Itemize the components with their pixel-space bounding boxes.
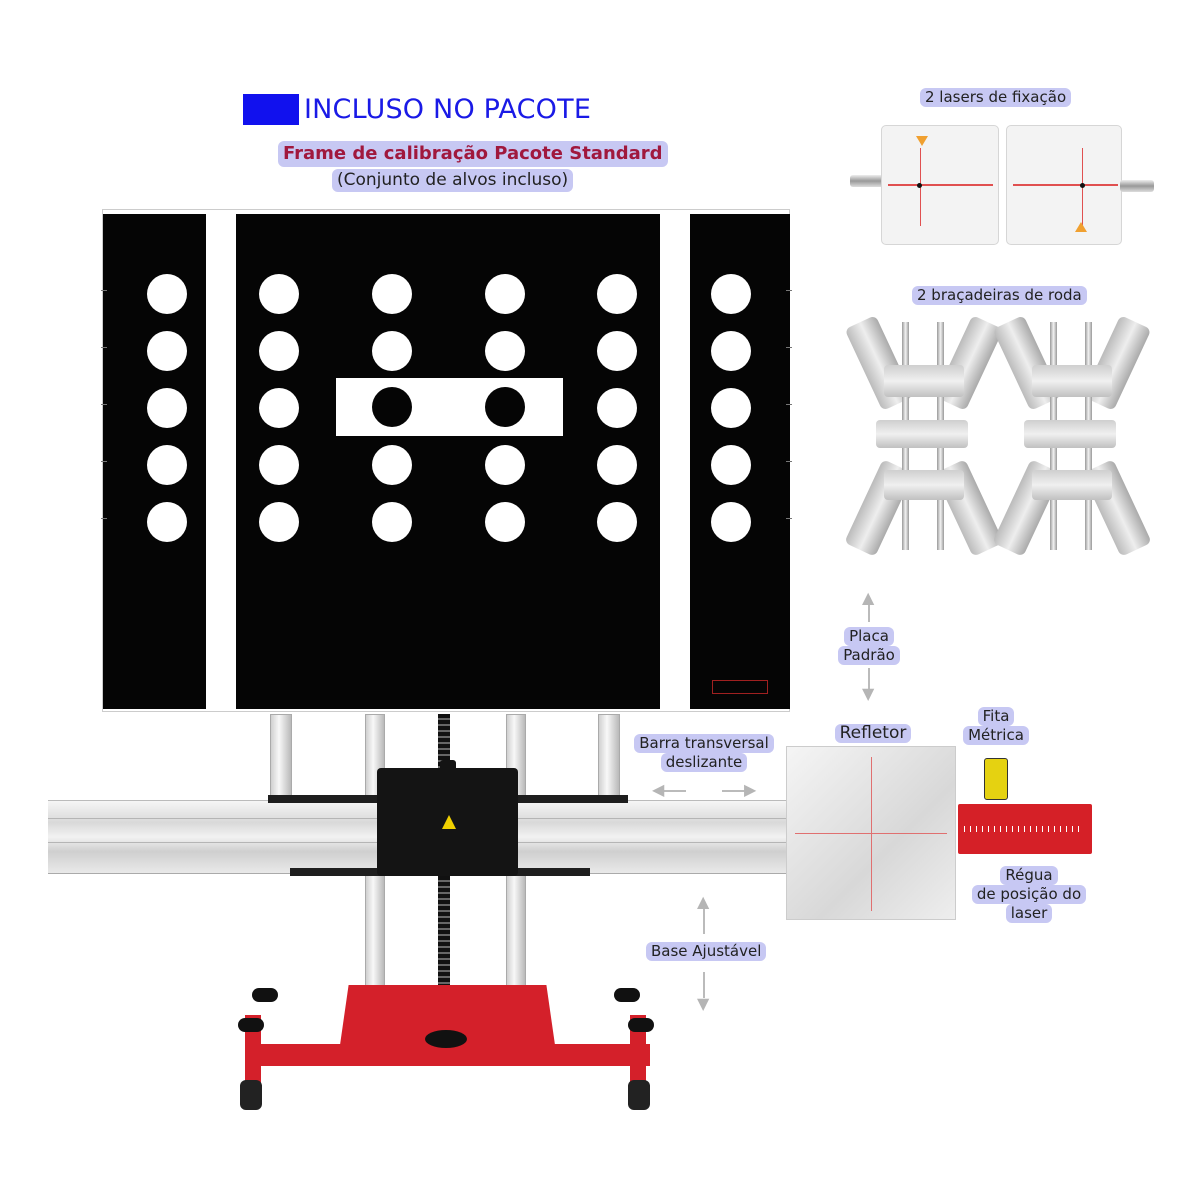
arrow-left-icon: ◀: [652, 780, 665, 799]
board-brand-mark: [712, 680, 768, 694]
edge-tick: [786, 347, 792, 348]
target-panel-right: [690, 214, 790, 709]
clamp-top-bar: [884, 365, 964, 397]
target-dot: [597, 331, 637, 371]
target-dot: [147, 502, 187, 542]
edge-tick: [101, 290, 107, 291]
target-dot: [711, 445, 751, 485]
label-lasers: 2 lasers de fixação: [920, 88, 1072, 107]
target-dot: [147, 445, 187, 485]
laser-plate-right: [1006, 125, 1122, 245]
clamp-bottom-bar: [884, 470, 964, 500]
leveling-knob-icon[interactable]: [628, 1018, 654, 1032]
edge-tick: [786, 461, 792, 462]
label-standard-plate: Placa Padrão: [828, 627, 910, 665]
label-adjustable-base: Base Ajustável: [646, 942, 767, 961]
arrow-down-icon: ▼: [862, 684, 875, 703]
calibration-target-board: [101, 209, 792, 712]
target-hole: [485, 387, 525, 427]
target-dot: [597, 445, 637, 485]
target-dot: [711, 274, 751, 314]
target-dot: [259, 274, 299, 314]
caster-wheel-icon: [628, 1080, 650, 1110]
legend-text: INCLUSO NO PACOTE: [304, 94, 592, 125]
target-dot: [711, 502, 751, 542]
target-panel-center: [236, 214, 660, 709]
target-dot: [485, 502, 525, 542]
base-leg-left: [245, 1015, 261, 1095]
label-laser-ruler: Régua de posição do laser: [966, 866, 1092, 923]
laser-plate-left: [881, 125, 999, 245]
edge-tick: [101, 404, 107, 405]
laser-position-ruler: [958, 804, 1092, 854]
target-dot: [259, 388, 299, 428]
clamp-top-bar: [1032, 365, 1112, 397]
caster-wheel-icon: [240, 1080, 262, 1110]
arrow-right-icon: ▶: [744, 780, 757, 799]
target-dot: [485, 331, 525, 371]
screw-base-wheel[interactable]: [425, 1030, 467, 1048]
frame-title: Frame de calibração Pacote Standard: [278, 141, 668, 167]
clamp-bottom-bar: [1032, 470, 1112, 500]
target-center-bar: [336, 378, 563, 436]
base-leg-right: [630, 1015, 646, 1095]
target-dot: [147, 388, 187, 428]
target-dot: [711, 388, 751, 428]
laser-rod-right: [1120, 180, 1154, 192]
reflector-plate: [786, 746, 956, 920]
edge-tick: [786, 404, 792, 405]
laser-rod-left: [850, 175, 886, 187]
arrow-up-icon: ▲: [862, 588, 875, 607]
target-dot: [485, 274, 525, 314]
target-panel-left: [103, 214, 206, 709]
arrow-up-icon: ▲: [697, 892, 710, 911]
clamp-center-bar[interactable]: [1024, 420, 1116, 448]
target-dot: [711, 331, 751, 371]
target-dot: [485, 445, 525, 485]
target-dot: [372, 331, 412, 371]
target-dot: [372, 274, 412, 314]
target-dot: [147, 274, 187, 314]
target-dot: [597, 502, 637, 542]
knob-icon[interactable]: [440, 760, 456, 774]
edge-tick: [786, 518, 792, 519]
leveling-knob-icon[interactable]: [614, 988, 640, 1002]
target-hole: [372, 387, 412, 427]
edge-tick: [786, 290, 792, 291]
clamp-center-bar[interactable]: [876, 420, 968, 448]
label-reflector: Refletor: [832, 724, 914, 743]
warning-icon: [916, 136, 928, 146]
target-dot: [259, 331, 299, 371]
target-dot: [147, 331, 187, 371]
edge-tick: [101, 518, 107, 519]
label-measuring-tape: Fita Métrica: [960, 707, 1032, 745]
base-crossbar: [250, 1044, 650, 1066]
frame-subtitle: (Conjunto de alvos incluso): [332, 169, 574, 192]
measuring-tape-icon: [984, 758, 1008, 800]
target-dot: [372, 445, 412, 485]
target-dot: [597, 274, 637, 314]
board-support-post: [598, 714, 620, 802]
board-support-post: [270, 714, 292, 802]
edge-tick: [101, 461, 107, 462]
leveling-knob-icon[interactable]: [238, 1018, 264, 1032]
target-dot: [259, 445, 299, 485]
arrow-down-icon: ▼: [697, 994, 710, 1013]
target-dot: [597, 388, 637, 428]
target-dot: [259, 502, 299, 542]
leveling-knob-icon[interactable]: [252, 988, 278, 1002]
label-crossbar: Barra transversal deslizante: [634, 734, 774, 772]
edge-tick: [101, 347, 107, 348]
legend-swatch: [243, 94, 299, 125]
warning-icon: [1075, 222, 1087, 232]
target-dot: [372, 502, 412, 542]
label-clamps: 2 braçadeiras de roda: [912, 286, 1087, 305]
